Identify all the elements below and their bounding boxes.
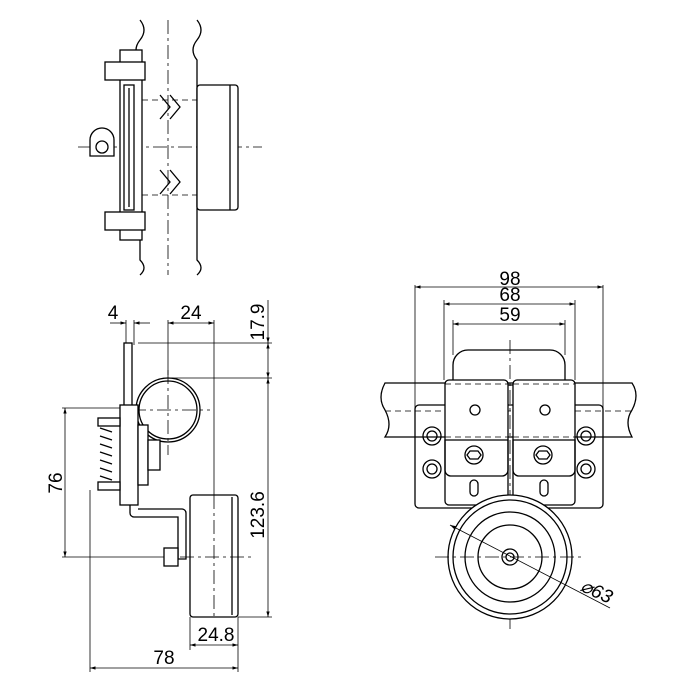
roller-body xyxy=(196,84,239,211)
pipe-front xyxy=(380,382,637,438)
clamp-left xyxy=(444,379,509,506)
dim-78: 78 xyxy=(153,648,174,669)
top-view xyxy=(78,19,262,276)
dim-4: 4 xyxy=(108,303,119,324)
dim-123-6: 123.6 xyxy=(248,491,269,539)
bracket-side xyxy=(119,404,139,506)
clamp-right xyxy=(512,379,576,506)
dim-24: 24 xyxy=(180,303,202,324)
side-view: 4 24 17.9 76 123.6 24.8 78 xyxy=(46,300,272,672)
dim-68: 68 xyxy=(499,285,520,306)
dim-24-8: 24.8 xyxy=(198,625,235,646)
ear-tab xyxy=(89,127,115,157)
u-clamp xyxy=(452,349,566,386)
bracket-plate xyxy=(119,49,143,241)
side-plate-top xyxy=(123,342,133,414)
ear-hole xyxy=(95,140,109,154)
dim-76: 76 xyxy=(46,472,67,493)
dim-59: 59 xyxy=(499,305,520,326)
pipe-right-edge xyxy=(192,19,202,276)
bolt-holes xyxy=(422,426,596,479)
dim-17-9: 17.9 xyxy=(248,304,269,341)
front-view: ⌀63 98 68 59 xyxy=(380,269,637,630)
dim-wheel-diameter: ⌀63 xyxy=(577,576,616,609)
axle-nut xyxy=(163,547,179,567)
dim-98: 98 xyxy=(499,269,520,290)
